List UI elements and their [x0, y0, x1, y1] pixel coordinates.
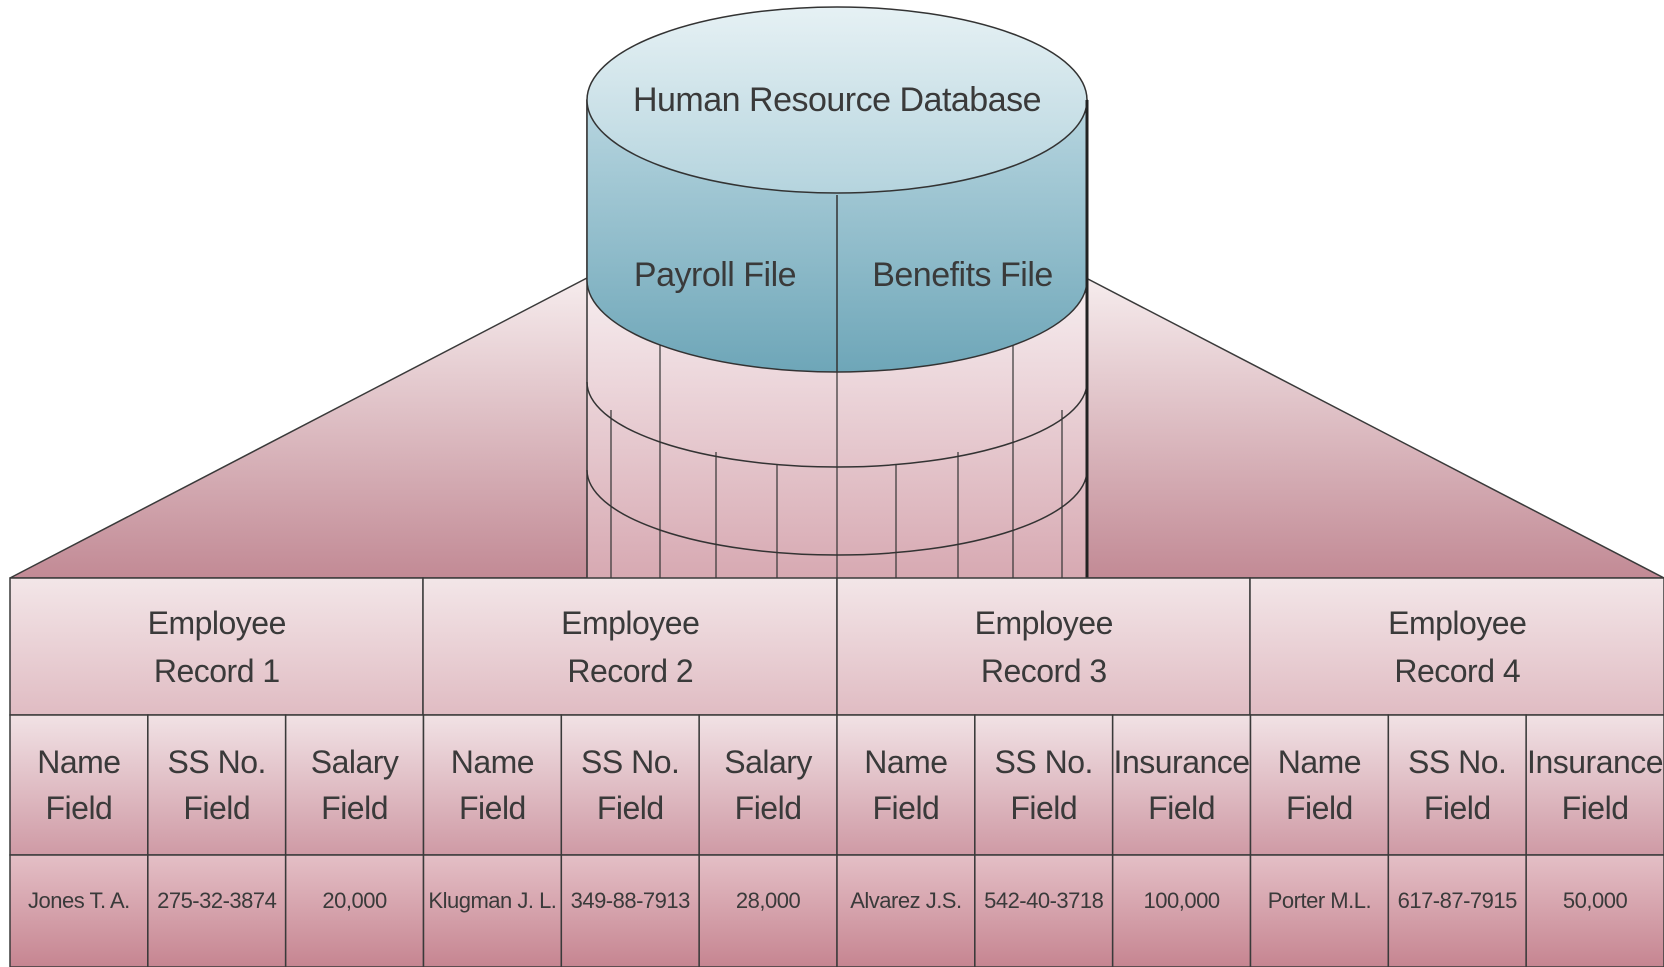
field-line-1: Name [1277, 744, 1362, 780]
value-cell [560, 854, 700, 967]
record-line-1: Employee [974, 604, 1114, 641]
field-line-1: Salary [724, 744, 812, 780]
field-line-2: Field [321, 790, 388, 826]
field-line-2: Field [1423, 790, 1491, 826]
value-cell [147, 854, 287, 967]
field-cell [284, 714, 425, 856]
field-value: 542-40-3718 [984, 888, 1104, 913]
field-value: 275-32-3874 [157, 888, 277, 913]
field-line-2: Field [1148, 790, 1215, 826]
field-line-2: Field [1561, 790, 1629, 826]
field-label: SS No. Field [975, 715, 1113, 855]
field-cell [147, 714, 287, 856]
field-line-1: Insurance [1113, 744, 1251, 780]
field-value: 349-88-7913 [570, 888, 691, 913]
field-value: 617-87-7915 [1397, 888, 1518, 913]
field-line-2: Field [872, 790, 940, 826]
field-line-1: Name [864, 744, 948, 780]
field-line-1: Name [37, 744, 121, 780]
value-cells [9, 854, 1664, 967]
field-value: 20,000 [322, 888, 387, 913]
field-value: Alvarez J.S. [850, 888, 962, 913]
field-value: Porter M.L. [1267, 888, 1372, 913]
value-cell [1387, 854, 1527, 967]
value-cell [284, 854, 425, 967]
field-line-1: SS No. [167, 744, 267, 780]
field-value: Jones T. A. [28, 888, 130, 913]
field-line-1: Insurance [1527, 744, 1664, 780]
value-cell [1525, 854, 1664, 967]
field-cell [422, 714, 563, 856]
field-label: SS No. Field [561, 715, 699, 855]
field-line-2: Field [1285, 790, 1353, 826]
value-cell [1111, 854, 1252, 967]
record-line-1: Employee [1388, 604, 1527, 641]
benefits-file-label: Benefits File [872, 255, 1053, 294]
field-line-1: Name [450, 744, 535, 780]
field-value: Klugman J. L. [428, 888, 557, 913]
field-line-2: Field [183, 790, 251, 826]
record-line-2: Record 2 [567, 652, 694, 689]
field-line-1: SS No. [581, 744, 680, 780]
field-cell [1111, 714, 1252, 856]
field-cell [974, 714, 1114, 856]
field-value: 28,000 [735, 888, 801, 913]
record-line-2: Record 1 [153, 652, 280, 689]
field-cell [9, 714, 149, 856]
field-line-2: Field [1010, 790, 1078, 826]
database-cylinder [586, 6, 1089, 578]
payroll-file-label: Payroll File [633, 255, 797, 294]
record-line-2: Record 3 [980, 652, 1107, 689]
value-cell [974, 854, 1114, 967]
field-line-2: Field [458, 790, 526, 826]
field-cell [560, 714, 700, 856]
field-line-1: SS No. [994, 744, 1094, 780]
value-cell [698, 854, 838, 967]
value-cell [9, 854, 149, 967]
field-value: 50,000 [1562, 888, 1628, 913]
field-label: SS No. Field [148, 715, 286, 855]
record-line-2: Record 4 [1394, 652, 1521, 689]
field-cells [9, 714, 1664, 856]
value-cell [1249, 854, 1390, 967]
records-table [9, 577, 1664, 716]
field-label: SS No. Field [1388, 715, 1526, 855]
field-cell [1525, 714, 1664, 856]
record-line-1: Employee [147, 604, 287, 641]
field-line-2: Field [596, 790, 664, 826]
field-line-1: Salary [310, 744, 399, 780]
field-value: 100,000 [1143, 888, 1221, 913]
database-title: Human Resource Database [632, 80, 1042, 119]
field-line-2: Field [734, 790, 802, 826]
value-cell [836, 854, 976, 967]
record-line-1: Employee [561, 604, 700, 641]
field-line-1: SS No. [1408, 744, 1507, 780]
field-line-2: Field [45, 790, 113, 826]
